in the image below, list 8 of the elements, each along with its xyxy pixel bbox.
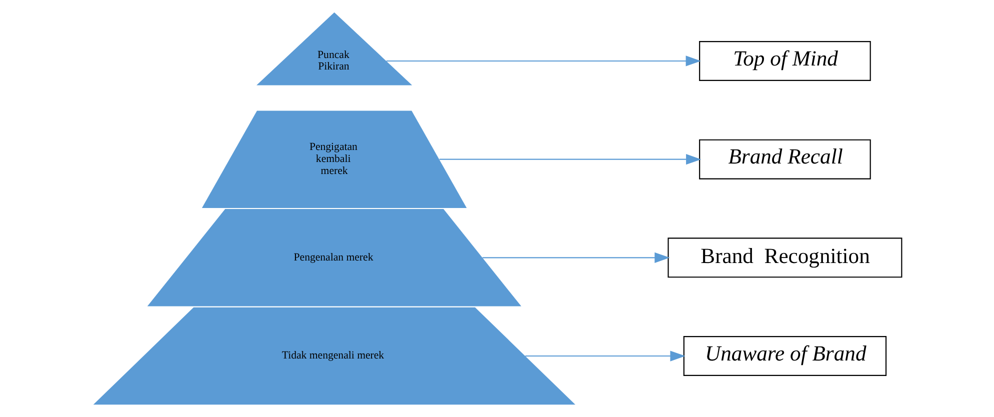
node-box: Brand Recognition [667,238,902,278]
node-box: Brand Recall [698,139,870,180]
node-box: Unaware of Brand [682,336,886,376]
node-box: Top of Mind [698,41,870,81]
arrow [438,154,701,165]
arrow [482,252,670,263]
arrow [386,56,700,66]
arrow [524,350,685,362]
